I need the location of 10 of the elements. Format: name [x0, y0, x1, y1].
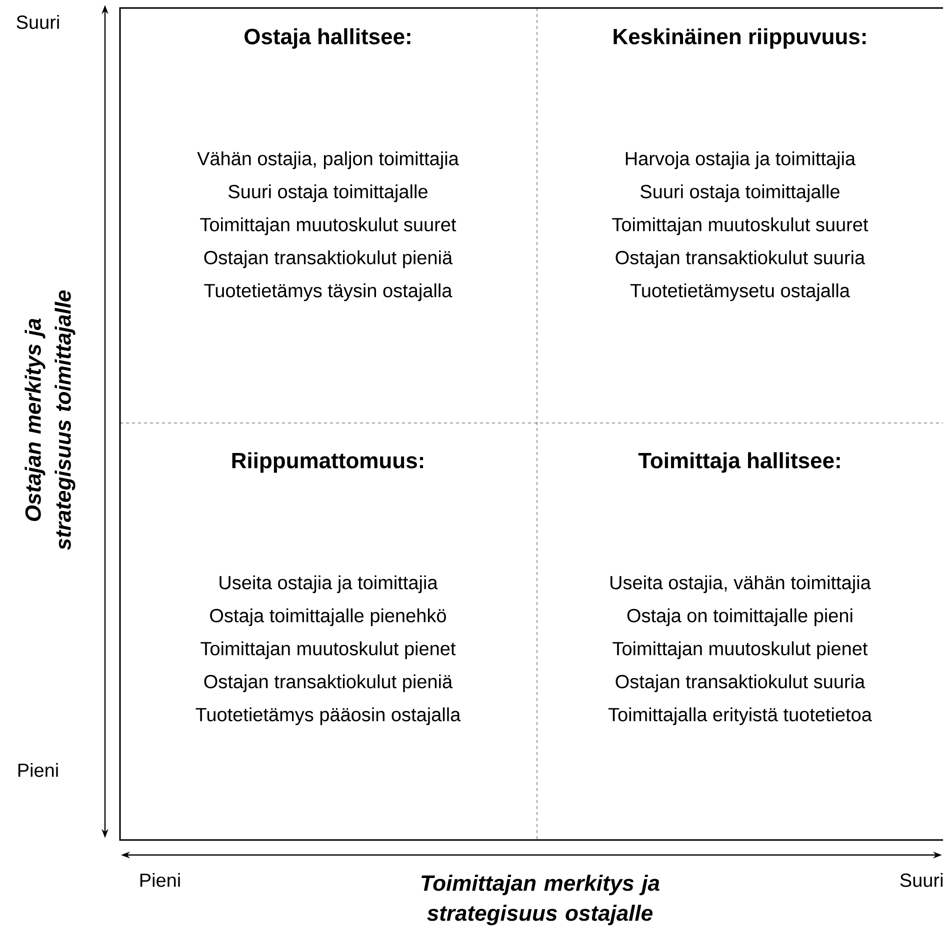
- axis-value: Pieni: [140, 873, 180, 887]
- axis-value: Suuri: [900, 873, 942, 887]
- quadrant-text: Toimittaja hallitsee: Useita ostajia, vähän toimittajia Ostaja on toimittajalle pieni Toimittajan muutoskulut pienet Ostajan transaktiokulut suuria Toimittajalla erityistä tuotetietoa: [608, 452, 872, 726]
- axis-value: Suuri: [16, 15, 59, 29]
- quadrant-text: Keskinäinen riippuvuus: Harvoja ostajia ja toimittajia Suuri ostaja toimittajalle Toimittajan muutoskulut suuret Ostajan transaktiokulut suuria Tuotetietämysetu ostajalla: [612, 28, 868, 302]
- axis-title: Toimittajan merkitys ja strategisuus ostajalle: [422, 874, 660, 926]
- quadrant-text: Riippumattomuus: Useita ostajia ja toimittajia Ostaja toimittajalle pienehkö Toimittajan muutoskulut pienet Ostajan transaktiokulut pieniä Tuotetietämys pääosin ostajalla: [196, 452, 461, 726]
- axis-title: Ostajan merkitys ja strategisuus toimittajalle: [24, 290, 76, 550]
- axis-value: Pieni: [18, 763, 58, 777]
- quadrant-text: Ostaja hallitsee: Vähän ostajia, paljon toimittajia Suuri ostaja toimittajalle Toimittajan muutoskulut suuret Ostajan transaktiokulut pieniä Tuotetietämys täysin ostajalla: [197, 28, 459, 302]
